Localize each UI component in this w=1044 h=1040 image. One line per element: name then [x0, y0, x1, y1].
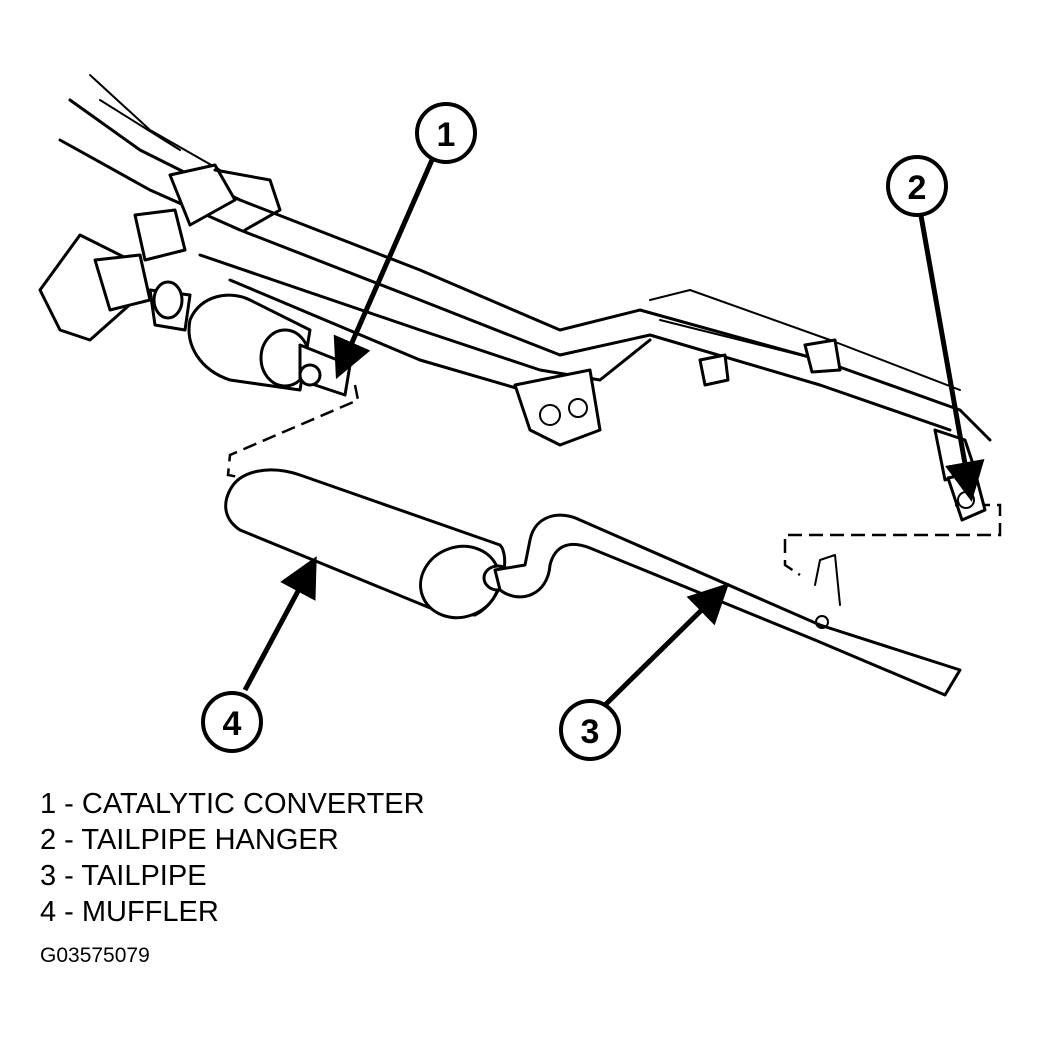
frame-rail: [58, 74, 992, 482]
muffler: [224, 468, 514, 620]
transmission-crossmember: [38, 163, 282, 342]
legend-item-catalytic-converter: 1 - CATALYTIC CONVERTER: [40, 788, 425, 820]
leader-arrow-3: [603, 582, 730, 707]
leader-arrow-2: [917, 209, 985, 502]
tailpipe: [493, 513, 962, 697]
catalytic-converter: [148, 280, 352, 397]
connection-dashes: [226, 384, 1002, 577]
legend-item-muffler: 4 - MUFFLER: [40, 896, 219, 928]
callout-1: 1: [415, 102, 477, 164]
callout-3: 3: [559, 699, 621, 761]
callout-number-2: 2: [908, 169, 927, 207]
leader-arrow-4: [242, 556, 317, 692]
figure-id: G03575079: [40, 944, 150, 967]
callout-2: 2: [886, 155, 948, 217]
callout-number-4: 4: [223, 705, 242, 743]
leader-arrow-1: [333, 158, 435, 380]
callout-4: 4: [201, 691, 263, 753]
leader-arrows: [242, 158, 985, 707]
parts-legend: 1 - CATALYTIC CONVERTER 2 - TAILPIPE HAN…: [40, 786, 425, 930]
callout-number-3: 3: [581, 713, 600, 751]
legend-item-tailpipe-hanger: 2 - TAILPIPE HANGER: [40, 824, 339, 856]
callout-number-1: 1: [437, 116, 456, 154]
legend-item-tailpipe: 3 - TAILPIPE: [40, 860, 207, 892]
